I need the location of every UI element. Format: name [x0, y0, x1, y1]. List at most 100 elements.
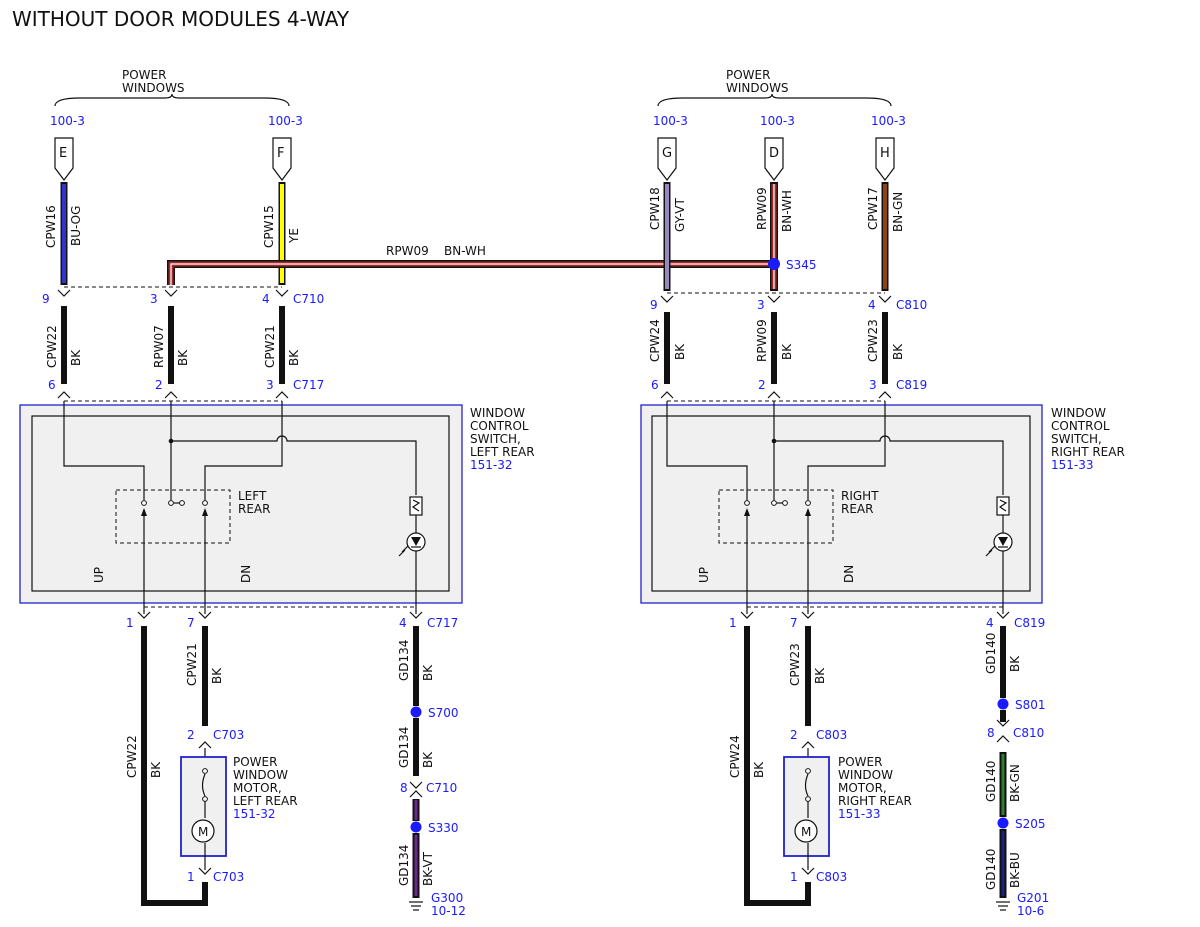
right-mid-0-circuit: CPW24 — [648, 319, 662, 362]
right-circuit: POWER WINDOWS 100-3 G CPW18 GY-VT 100-3 … — [640, 68, 1125, 918]
left-switch-dn: DN — [239, 565, 253, 583]
left-group-label-1: POWER — [122, 68, 166, 82]
connector-e-icon — [54, 137, 74, 181]
right-switch-module — [640, 404, 1043, 604]
right-motor-ref: 151-33 — [838, 807, 881, 821]
left-gc-w2-circuit: GD134 — [397, 727, 411, 768]
right-mid-0-color: BK — [673, 343, 687, 360]
right-switch-pos-2: REAR — [841, 502, 873, 516]
splice-s801 — [997, 698, 1009, 710]
right-gc-s2: S205 — [1015, 817, 1046, 831]
right-conn-g-ref: 100-3 — [653, 114, 688, 128]
c803-pin2: 2 — [790, 728, 798, 742]
rpw09-circuit-label: RPW09 — [386, 244, 429, 258]
right-conn-h-letter: H — [880, 146, 890, 161]
left-gc-s1: S700 — [428, 706, 459, 720]
left-circuit: POWER WINDOWS 100-3 E CPW16 BU-OG 100-3 … — [19, 68, 774, 918]
right-conn-g-circuit: CPW18 — [648, 187, 662, 230]
right-mid-2-color: BK — [891, 343, 905, 360]
right-motor-name-1: POWER — [838, 755, 882, 769]
right-mid-1-color: BK — [780, 343, 794, 360]
left-gc-w1-color: BK — [421, 664, 435, 681]
right-bottom-conn: C819 — [1014, 616, 1045, 630]
right-conn-h-circuit: CPW17 — [866, 187, 880, 230]
c819-top-pin2: 2 — [758, 378, 766, 392]
left-switch-contacts-box — [115, 489, 231, 544]
c717-top-pin2: 2 — [155, 378, 163, 392]
right-switch-ref: 151-33 — [1051, 458, 1094, 472]
c810-pin9: 9 — [650, 298, 658, 312]
left-gc-w2-color: BK — [421, 751, 435, 768]
left-mid-2-color: BK — [287, 349, 301, 366]
c710-pin9-icon — [57, 289, 71, 297]
c710-pin3: 3 — [150, 292, 158, 306]
left-motor-name-3: MOTOR, — [233, 781, 282, 795]
left-switch-wire-up — [63, 401, 145, 500]
left-group-brace — [54, 93, 290, 107]
c819-top-label: C819 — [896, 378, 927, 392]
ground-g201-icon — [996, 901, 1010, 911]
left-mid-0-circuit: CPW22 — [45, 325, 59, 368]
left-cpw21-low-color: BK — [210, 667, 224, 684]
right-conn-h-ref: 100-3 — [871, 114, 906, 128]
right-conn-d-circuit: RPW09 — [755, 187, 769, 230]
c810-pin3: 3 — [757, 298, 765, 312]
splice-s330 — [410, 821, 422, 833]
left-gc-ground: G300 — [431, 891, 463, 905]
c819-top-pin6: 6 — [651, 378, 659, 392]
rpw09-color-label: BN-WH — [444, 244, 486, 258]
c710-label: C710 — [293, 292, 324, 306]
connector-g-icon — [657, 137, 677, 181]
left-cpw21-low-circuit: CPW21 — [185, 643, 199, 686]
splice-s345 — [768, 258, 780, 270]
right-gc-w3-color: BK-BU — [1008, 852, 1022, 888]
left-gc-pin8: 8 — [400, 781, 408, 795]
right-motor-symbol: M — [801, 825, 811, 839]
c710-pin4-icon — [275, 289, 289, 297]
left-mid-1-color: BK — [176, 349, 190, 366]
right-motor-icon — [794, 819, 818, 843]
left-conn-f-color: YE — [287, 228, 301, 244]
right-switch-name-2: CONTROL — [1051, 419, 1110, 433]
left-conn-f-letter: F — [277, 146, 284, 161]
left-switch-name-2: CONTROL — [470, 419, 529, 433]
left-gc-s2: S330 — [428, 821, 459, 835]
left-motor-name-4: LEFT REAR — [233, 794, 298, 808]
c710-pin9: 9 — [42, 292, 50, 306]
right-gc-w1-color: BK — [1008, 655, 1022, 672]
c803-bottom-label: C803 — [816, 870, 847, 884]
left-cpw22-low-circuit: CPW22 — [125, 735, 139, 778]
left-gc-w3-color: BK-VT — [421, 851, 435, 886]
right-switch-name-1: WINDOW — [1051, 406, 1106, 420]
right-mid-2-circuit: CPW23 — [866, 319, 880, 362]
right-mid-1-circuit: RPW09 — [755, 319, 769, 362]
left-switch-name-1: WINDOW — [470, 406, 525, 420]
left-switch-pos-2: REAR — [238, 502, 270, 516]
left-switch-pos-1: LEFT — [238, 489, 267, 503]
right-gc-ground: G201 — [1017, 891, 1049, 905]
left-mid-0-color: BK — [69, 349, 83, 366]
left-gc-c: C710 — [426, 781, 457, 795]
left-gc-ground-ref: 10-12 — [431, 904, 466, 918]
c703-bottom-label: C703 — [213, 870, 244, 884]
left-gc-w1-circuit: GD134 — [397, 640, 411, 681]
right-bottom-pin1: 1 — [729, 616, 737, 630]
c810-label: C810 — [896, 298, 927, 312]
right-conn-d-color: BN-WH — [780, 190, 794, 232]
left-cpw22-low-color: BK — [149, 761, 163, 778]
c703-top-label: C703 — [213, 728, 244, 742]
right-motor-name-3: MOTOR, — [838, 781, 887, 795]
c810-pin4: 4 — [868, 298, 876, 312]
left-conn-e-color: BU-OG — [69, 206, 83, 246]
left-conn-e-ref: 100-3 — [50, 114, 85, 128]
right-conn-h-color: BN-GN — [891, 192, 905, 232]
left-switch-up: UP — [92, 567, 106, 583]
right-illumination-resistor-icon — [996, 496, 1010, 516]
left-switch-module — [19, 404, 463, 604]
right-switch-name-4: RIGHT REAR — [1051, 445, 1125, 459]
left-bottom-conn: C717 — [427, 616, 458, 630]
right-cpw24-low-color: BK — [752, 761, 766, 778]
left-motor-name-2: WINDOW — [233, 768, 288, 782]
left-mid-1-circuit: RPW07 — [152, 325, 166, 368]
wire-rpw09-bn-wh — [170, 263, 774, 285]
